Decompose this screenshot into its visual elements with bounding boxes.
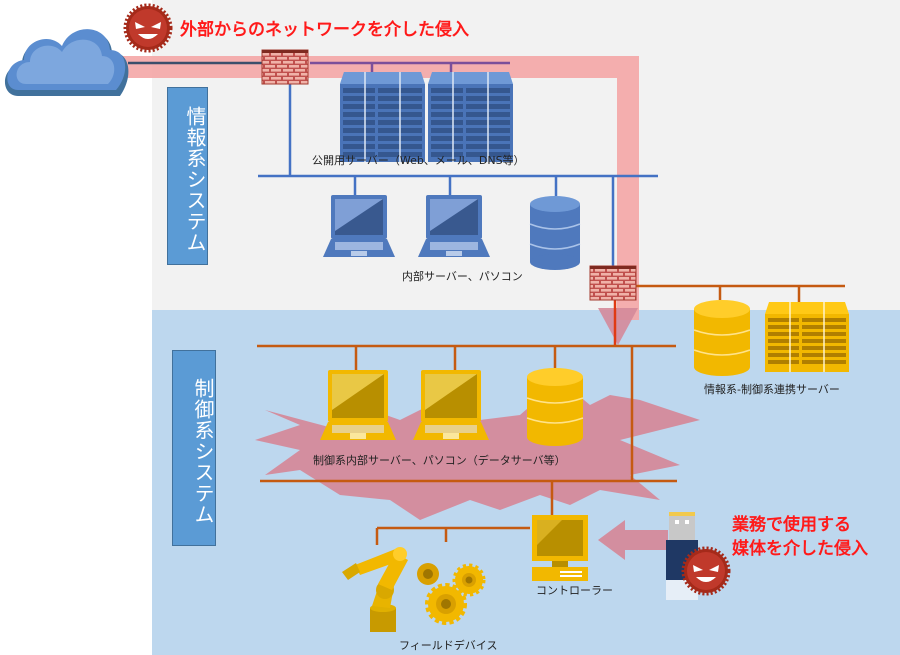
label-public-servers: 公開用サーバー（Web、メール、DNS等） [312, 154, 525, 167]
laptop-icon-it-2 [418, 195, 490, 257]
robot-arm-icon [342, 547, 408, 632]
threat-label-media-line1: 業務で使用する [732, 515, 851, 535]
gear-icon-2 [452, 563, 486, 597]
database-icon-gateway [693, 300, 751, 376]
laptop-icon-ot-2 [413, 370, 489, 440]
zone-label-ot-system: 制御系システム [172, 350, 216, 546]
label-controller: コントローラー [536, 584, 613, 597]
firewall-icon-external [261, 49, 309, 85]
controller-icon [532, 515, 588, 581]
laptop-icon-ot-1 [320, 370, 396, 440]
attack-arrow-media [598, 520, 668, 560]
attack-arrow-down [598, 308, 638, 345]
label-field-devices: フィールドデバイス [399, 639, 498, 652]
virus-icon-external [123, 3, 173, 53]
virus-icon-media [681, 546, 731, 596]
gear-icon-1 [417, 563, 439, 585]
database-icon-it [529, 196, 581, 270]
firewall-icon-internal [589, 265, 637, 301]
database-icon-ot [526, 368, 584, 446]
internet-cloud-icon [4, 29, 129, 96]
ot-network-lines [257, 284, 845, 545]
gear-icon-3 [425, 583, 467, 625]
threat-label-external: 外部からのネットワークを介した侵入 [180, 20, 469, 40]
laptop-icon-it-1 [323, 195, 395, 257]
public-server-icon-2 [374, 71, 426, 163]
public-server-icon-4 [462, 71, 514, 163]
threat-label-media-line2: 媒体を介した侵入 [732, 539, 868, 559]
zone-label-it-system: 情報系システム [167, 87, 208, 265]
label-gateway-servers: 情報系-制御系連携サーバー [704, 383, 840, 396]
label-internal-servers-pc: 内部サーバー、パソコン [402, 270, 523, 283]
label-control-internal: 制御系内部サーバー、パソコン（データサーバ等） [313, 454, 566, 467]
it-network-lines [128, 61, 658, 268]
gateway-server-icon-2 [798, 301, 850, 373]
